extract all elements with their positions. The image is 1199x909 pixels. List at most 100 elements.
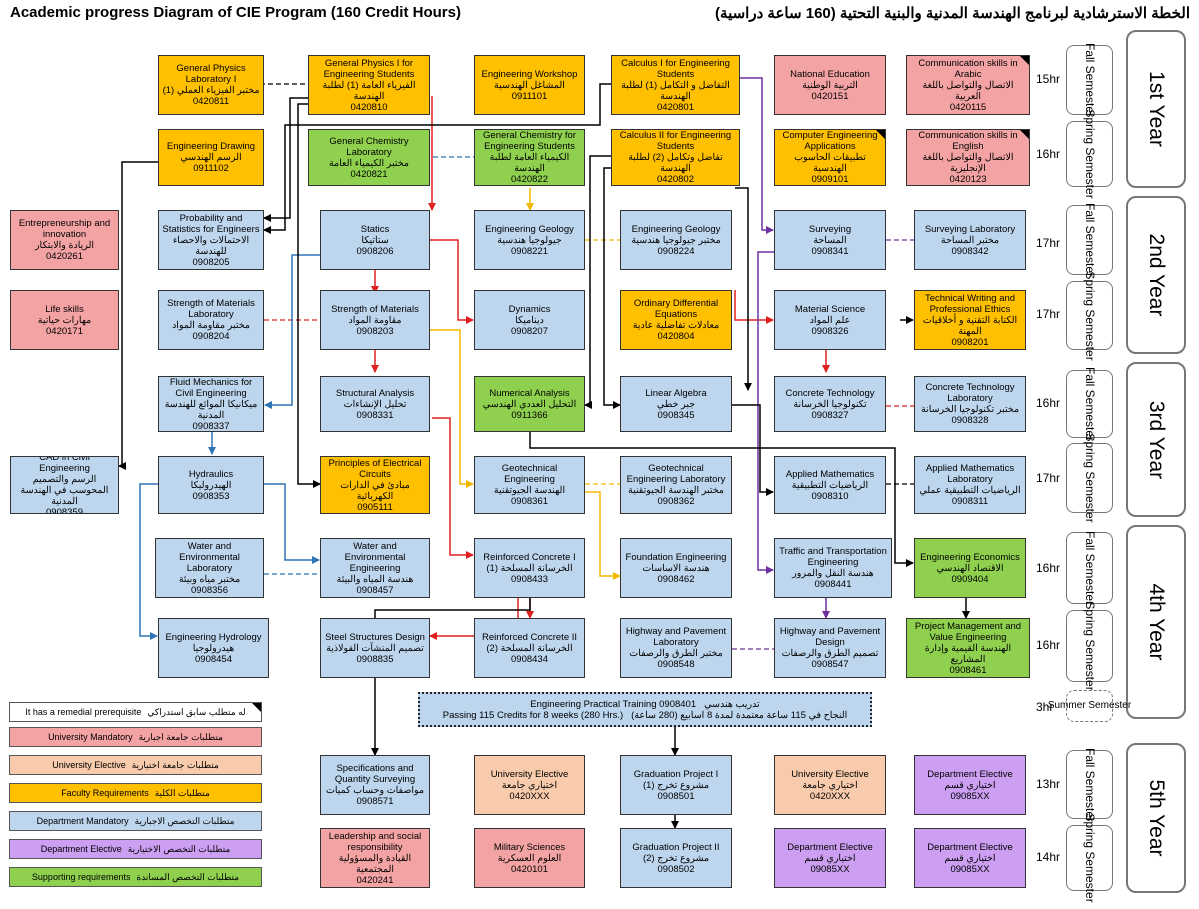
semester-text: Spring Semester (1082, 270, 1097, 361)
course-name-arabic: اختياري قسم (944, 852, 996, 864)
course-name-arabic: معادلات تفاضلية عادية (632, 320, 720, 331)
course-code: 0908345 (657, 409, 695, 421)
course-name: Numerical Analysis (489, 387, 570, 399)
course-name: Graduation Project I (633, 768, 719, 780)
course-name: Linear Algebra (645, 387, 707, 399)
course-code: 0420151 (811, 90, 849, 102)
course-name-arabic: الاحتمالات والاحصاء للهندسة (172, 234, 250, 257)
course-box[interactable]: Probability and Statistics for Engineers… (158, 210, 264, 270)
course-name: Dynamics (508, 303, 551, 315)
semester-hours: 3hr (1036, 700, 1054, 714)
course-name: Entrepreneurship and innovation (18, 218, 111, 240)
course-name: Highway and Pavement Design (779, 626, 881, 648)
course-code: 0908571 (356, 796, 394, 807)
course-code: 0908207 (511, 325, 548, 337)
course-box[interactable]: Project Management and Value Engineering… (906, 618, 1030, 678)
course-box[interactable]: General Chemistry for Engineering Studen… (474, 129, 585, 186)
semester-label: Spring Semester (1066, 109, 1113, 199)
course-name-arabic: جيولوجيا هندسية (497, 234, 562, 246)
semester-text: Summer Semester (1047, 700, 1132, 711)
legend-label-arabic: متطلبات جامعة اجبارية (138, 731, 223, 742)
course-box[interactable]: Technical Writing and Professional Ethic… (914, 290, 1026, 350)
course-code: 0908326 (811, 325, 849, 337)
course-code: 0911101 (511, 90, 548, 102)
course-name-arabic: الرسم الهندسي (180, 152, 242, 163)
course-name: Leadership and social responsibility (328, 830, 422, 853)
course-name-arabic: الرياضيات التطبيقية عملي (919, 485, 1021, 496)
course-name: Fluid Mechanics for Civil Engineering (169, 376, 253, 399)
arrow-purple (757, 251, 774, 574)
course-name: Engineering Drawing (166, 141, 256, 152)
course-name: Hydraulics (188, 468, 234, 480)
course-name: Concrete Technology Laboratory (925, 382, 1015, 404)
course-code: 0911102 (193, 163, 229, 174)
course-code: 0908433 (511, 573, 548, 585)
course-code: 0909404 (951, 573, 989, 585)
arrow-black (529, 430, 914, 567)
course-name: General Chemistry for Engineering Studen… (483, 130, 576, 152)
arrow-blue (264, 483, 320, 564)
course-box[interactable]: General Physics I for Engineering Studen… (308, 55, 430, 115)
arrow-black (118, 161, 162, 470)
course-name-arabic: ميكانيكا الموائع للهندسة المدنية (164, 398, 258, 421)
